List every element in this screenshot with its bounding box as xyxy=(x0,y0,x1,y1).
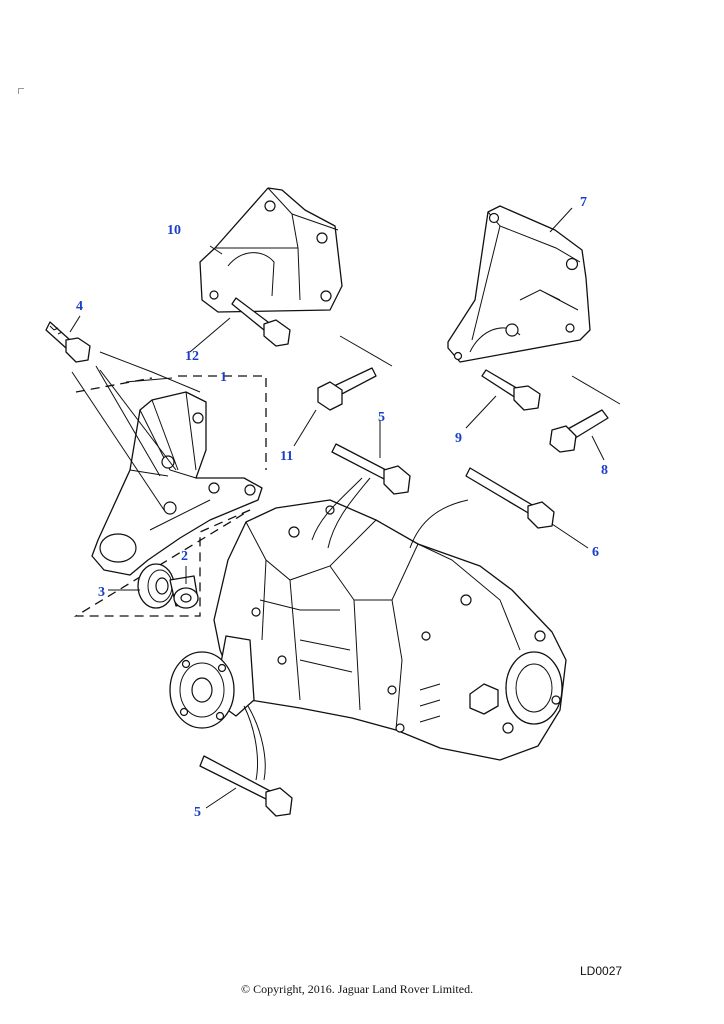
callout-4: 4 xyxy=(76,299,83,314)
callout-12: 12 xyxy=(185,349,199,364)
callout-1: 1 xyxy=(220,370,227,385)
callout-8: 8 xyxy=(601,463,608,478)
diagram-reference-code: LD0027 xyxy=(580,964,623,978)
bolt-9[interactable] xyxy=(481,369,541,411)
transfer-box xyxy=(169,499,567,761)
leader-lines xyxy=(69,207,621,809)
callout-9: 9 xyxy=(455,431,462,446)
copyright-notice: © Copyright, 2016. Jaguar Land Rover Lim… xyxy=(241,982,474,996)
callout-5-upper: 5 xyxy=(378,410,385,425)
mounting-bracket-7[interactable] xyxy=(447,205,591,363)
callout-2: 2 xyxy=(181,549,188,564)
crop-mark-top-left xyxy=(18,88,24,94)
bolt-5-lower[interactable] xyxy=(199,755,293,817)
bolt-5-upper[interactable] xyxy=(331,443,411,495)
bolt-11[interactable] xyxy=(317,367,377,411)
bolt-6[interactable] xyxy=(465,467,555,529)
mounting-bracket-10[interactable] xyxy=(199,187,343,313)
bolt-8[interactable] xyxy=(549,409,609,453)
callout-3: 3 xyxy=(98,585,105,600)
callout-6: 6 xyxy=(592,545,599,560)
callout-5-lower: 5 xyxy=(194,805,201,820)
sleeve-2[interactable] xyxy=(169,575,199,609)
callout-11: 11 xyxy=(280,449,293,464)
callout-10: 10 xyxy=(167,223,181,238)
mounting-bracket-1[interactable] xyxy=(91,391,263,576)
bolt-12[interactable] xyxy=(231,297,291,347)
bush-3[interactable] xyxy=(137,563,175,609)
bolt-4[interactable] xyxy=(45,321,91,363)
kit-outline-box xyxy=(73,375,267,617)
callout-7: 7 xyxy=(580,195,587,210)
